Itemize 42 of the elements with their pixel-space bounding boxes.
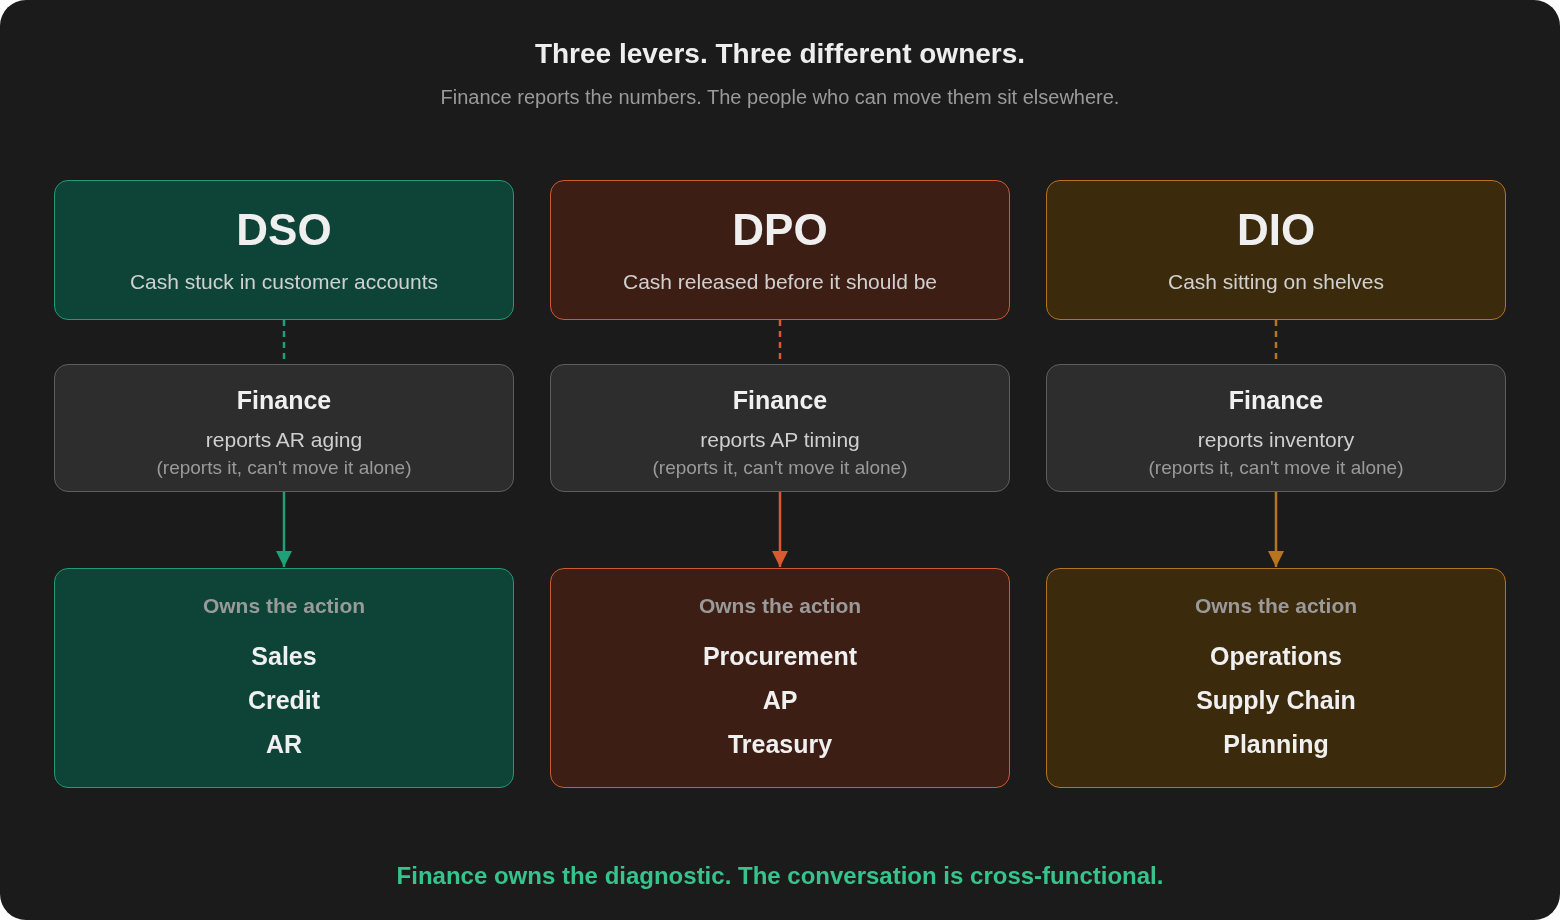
team-name: Procurement	[702, 641, 858, 671]
diagram-title: Three levers. Three different owners.	[534, 37, 1026, 71]
arrow	[1268, 492, 1284, 567]
owner-card	[54, 568, 514, 788]
subtitle-text: Finance reports the numbers. The people who can move them sit elsewhere.	[440, 85, 1120, 109]
metric-description: Cash stuck in customer accounts	[129, 269, 439, 295]
metric-description: Cash sitting on shelves	[1168, 269, 1384, 295]
report-description: reports AR aging	[205, 427, 363, 453]
metric-description: Cash released before it should be	[622, 269, 937, 295]
owner-card	[1046, 568, 1506, 788]
section-heading: Owns the action	[1194, 593, 1358, 619]
metric-name: DPO	[732, 204, 828, 256]
team-name: Operations	[1210, 641, 1342, 671]
caption-text: Finance owns the diagnostic. The conversation is cross-functional.	[396, 862, 1164, 890]
metric-card	[54, 180, 514, 320]
note-text: (reports it, can't move it alone)	[652, 457, 908, 479]
section-heading: Owns the action	[698, 593, 862, 619]
report-description: reports AP timing	[700, 427, 860, 453]
team-name: Treasury	[727, 729, 833, 759]
team-name: Supply Chain	[1196, 685, 1356, 715]
metric-name: DSO	[236, 204, 332, 256]
arrow	[772, 492, 788, 567]
team-name: Finance	[1228, 385, 1324, 415]
note-text: (reports it, can't move it alone)	[156, 457, 412, 479]
team-name: Finance	[732, 385, 828, 415]
note-text: (reports it, can't move it alone)	[1148, 457, 1404, 479]
report-description: reports inventory	[1197, 427, 1355, 453]
team-name: Planning	[1223, 729, 1329, 759]
arrow	[276, 492, 292, 567]
metric-card	[1046, 180, 1506, 320]
finance-card	[54, 364, 514, 492]
metric-name: DIO	[1236, 204, 1316, 256]
finance-card	[550, 364, 1010, 492]
finance-card	[1046, 364, 1506, 492]
team-name: Sales	[251, 641, 317, 671]
team-name: Credit	[247, 685, 321, 715]
metric-card	[550, 180, 1010, 320]
team-name: Finance	[236, 385, 332, 415]
owner-card	[550, 568, 1010, 788]
team-name: AR	[265, 729, 303, 759]
team-name: AP	[762, 685, 798, 715]
section-heading: Owns the action	[202, 593, 366, 619]
